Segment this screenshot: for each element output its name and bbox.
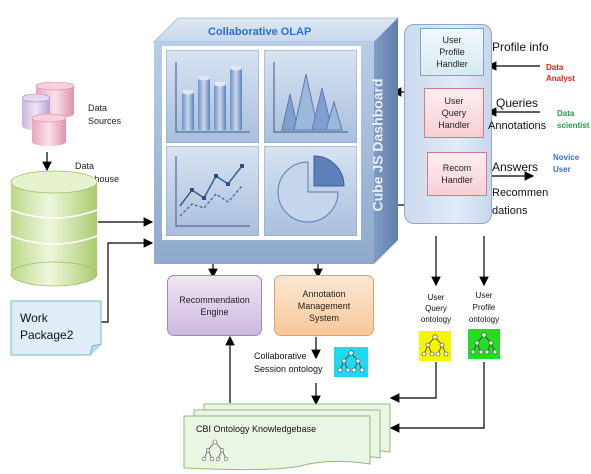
olap-side-label: Cube JS Dashboard bbox=[370, 78, 386, 212]
line-chart-icon bbox=[166, 146, 259, 236]
knowledgebase-tree-icon bbox=[201, 439, 229, 462]
work-package-label: Work Package2 bbox=[20, 311, 74, 342]
user-profile-ontology-label: User Profile ontology bbox=[468, 291, 500, 324]
data-warehouse-icon bbox=[10, 170, 98, 287]
work-package-shape bbox=[10, 300, 102, 356]
user-query-handler: User Query Handler bbox=[424, 88, 484, 138]
arrow-workpackage-to-olap bbox=[100, 238, 154, 323]
user-profile-handler: User Profile Handler bbox=[420, 28, 484, 76]
novice-user-label: Novice User bbox=[553, 153, 580, 174]
pie-chart-icon bbox=[264, 146, 357, 236]
profile-info-label: Profile info bbox=[492, 40, 549, 54]
recommendations-label: Recommen dations bbox=[492, 187, 549, 217]
data-analyst-label: Data Analyst bbox=[546, 63, 575, 83]
arrow-profile-ontology-to-kb bbox=[389, 362, 485, 433]
query-ontology-tree-icon bbox=[419, 331, 451, 361]
user-query-ontology-label: User Query ontology bbox=[420, 293, 452, 324]
annotations-label: Annotations bbox=[488, 120, 547, 132]
recommendation-engine-box: Recommendation Engine bbox=[167, 275, 262, 336]
3d-bar-chart-icon bbox=[166, 50, 259, 143]
olap-side-label-wrap: Cube JS Dashboard bbox=[364, 60, 392, 230]
answers-label: Answers bbox=[492, 160, 539, 174]
session-ontology-tree-icon bbox=[334, 347, 368, 377]
data-warehouse-label: Data warehouse bbox=[75, 161, 120, 184]
peak-chart-icon bbox=[264, 50, 357, 143]
data-sources-label: Data Sources bbox=[88, 103, 122, 126]
knowledgebase-stack bbox=[183, 403, 391, 471]
olap-title: Collaborative OLAP bbox=[208, 26, 312, 38]
knowledgebase-label: CBI Ontology Knowledgebase bbox=[196, 424, 317, 434]
collaborative-session-ontology-label: Collaborative Session ontology bbox=[254, 351, 323, 374]
queries-label: Queries bbox=[496, 96, 539, 110]
recom-handler: Recom Handler bbox=[427, 152, 487, 196]
arrow-query-ontology-to-kb bbox=[389, 362, 437, 403]
profile-ontology-tree-icon bbox=[468, 329, 500, 359]
data-sources-icon bbox=[21, 82, 75, 146]
annotation-management-box: Annotation Management System bbox=[274, 275, 374, 336]
data-scientist-label: Data scientist bbox=[557, 109, 590, 130]
